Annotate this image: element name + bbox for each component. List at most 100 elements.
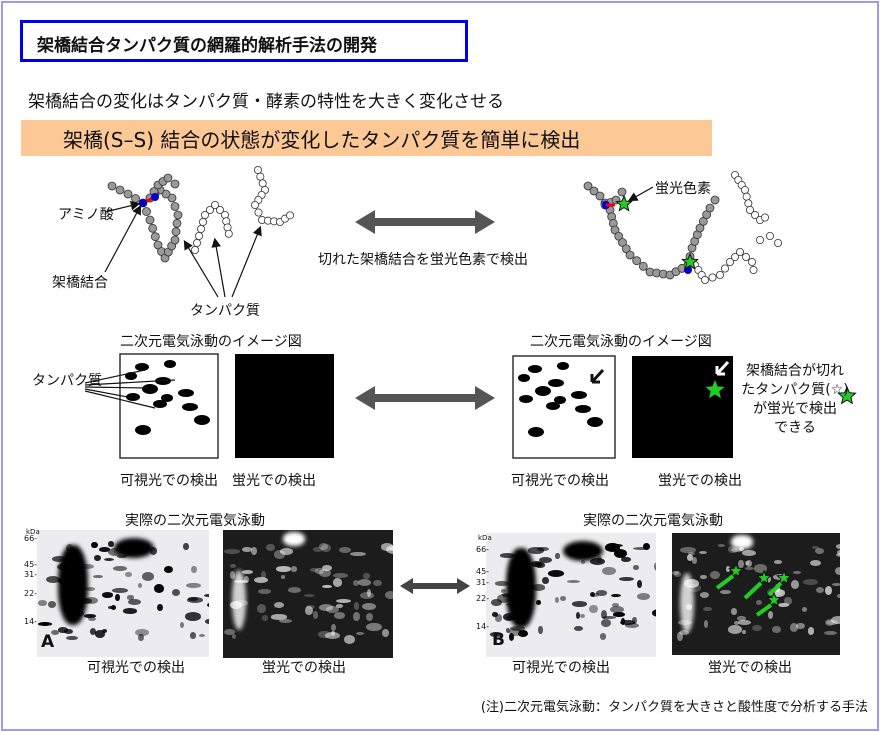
star-icon xyxy=(705,380,725,399)
amino-acid-bead xyxy=(746,205,755,214)
amino-acid-bead xyxy=(210,200,219,209)
gel-spot xyxy=(752,625,762,632)
middle-note: 架橋結合が切れ たタンパク質(☆) が蛍光で検出 できる xyxy=(740,362,850,438)
gel-spot xyxy=(361,602,377,611)
gel-major-spot xyxy=(231,570,246,630)
gel-spot xyxy=(677,632,683,642)
amino-acid-bead xyxy=(625,250,635,260)
amino-acid-bead xyxy=(163,173,173,183)
kda-tick: 22- xyxy=(476,594,490,603)
amino-acid-bead xyxy=(742,192,751,201)
kda-tick: 31- xyxy=(476,578,490,587)
gel-spot xyxy=(491,612,498,617)
double-arrow-middle xyxy=(355,386,495,410)
gel-spot xyxy=(742,629,747,635)
gel-spot xyxy=(772,626,781,634)
protein-spot xyxy=(178,389,194,397)
gel-spot xyxy=(595,589,608,596)
gel-spot xyxy=(580,559,585,564)
gel-spot xyxy=(725,565,730,573)
gel-spot xyxy=(560,596,567,602)
protein-chains xyxy=(107,165,783,284)
gel-spot xyxy=(276,565,291,572)
amino-acid-bead xyxy=(701,275,710,284)
gel-spot xyxy=(737,615,746,622)
gel-spot xyxy=(811,546,820,550)
gel-spot xyxy=(610,606,625,614)
gel-major-spot xyxy=(562,541,603,561)
gel-spot xyxy=(576,611,581,620)
gel-spot xyxy=(230,563,237,568)
gel-spot xyxy=(107,606,113,610)
gel-spot xyxy=(89,628,97,636)
gel-spot xyxy=(678,629,690,635)
fluor-star-markers xyxy=(715,562,792,617)
arrow-icon xyxy=(715,360,730,376)
gel-spot xyxy=(566,579,581,584)
gel-major-spot xyxy=(680,573,695,633)
gel-spot xyxy=(618,576,635,582)
gel-spot xyxy=(698,550,708,554)
label-amino-acid: アミノ酸 xyxy=(58,207,114,223)
amino-acid-bead xyxy=(190,245,199,254)
gel-spot xyxy=(353,612,360,621)
gel-major-spot xyxy=(114,538,155,558)
gel-spot xyxy=(495,614,503,622)
gel-spot xyxy=(727,625,742,634)
gel-image-b xyxy=(486,533,656,657)
amino-acid-bead xyxy=(766,231,775,240)
gel-spot xyxy=(312,610,319,619)
gel-spot xyxy=(84,596,98,605)
gel-spot xyxy=(51,555,67,563)
gel-spot xyxy=(530,560,543,567)
protein-spot xyxy=(554,396,566,404)
kda-tick: 66- xyxy=(24,534,38,543)
gel-spot xyxy=(802,606,808,612)
protein-spot xyxy=(182,403,198,411)
gel-spot xyxy=(599,633,607,640)
gel-spot xyxy=(322,565,332,571)
amino-acid-bead xyxy=(123,189,133,199)
amino-acid-bead xyxy=(192,238,201,247)
protein-spot xyxy=(153,400,167,408)
amino-acid-bead xyxy=(761,213,770,222)
gel-spot xyxy=(137,582,142,588)
gel-spot xyxy=(231,634,236,640)
gel-spot xyxy=(539,556,553,564)
gel-spot xyxy=(728,546,738,553)
gel-spot xyxy=(50,629,59,635)
gel-spot xyxy=(746,559,753,567)
amino-acid-bead xyxy=(115,185,125,195)
bond-end xyxy=(139,199,147,207)
amino-acid-bead xyxy=(194,231,203,240)
gel-spot xyxy=(98,547,111,553)
gel-spot xyxy=(83,614,97,619)
gel-spot xyxy=(243,575,250,583)
gel-spot xyxy=(334,612,345,619)
gel-spot xyxy=(517,630,528,638)
gel-spot xyxy=(795,622,806,630)
gel-spot xyxy=(280,547,294,556)
middle-left-title: 二次元電気泳動のイメージ図 xyxy=(120,334,302,350)
gel-spot xyxy=(753,564,768,573)
label-visible-right: 可視光での検出 xyxy=(511,473,609,489)
gel-spot xyxy=(205,619,209,625)
gel-spot xyxy=(103,557,115,562)
gel-spot xyxy=(508,633,514,641)
amino-acid-bead xyxy=(173,210,183,220)
gel-spot xyxy=(57,627,68,633)
amino-acid-bead xyxy=(741,185,750,194)
amino-acid-bead xyxy=(638,261,648,271)
kda-tick: 45- xyxy=(24,560,38,569)
gel-spot xyxy=(489,632,503,637)
subtitle: 架橋結合の変化はタンパク質・酵素の特性を大きく変化させる xyxy=(28,92,504,112)
gel-spot xyxy=(505,627,510,634)
fluor-gel-sketch-left xyxy=(235,354,334,458)
gel-spot xyxy=(116,555,128,559)
gel-spot xyxy=(318,568,332,578)
gel-spot xyxy=(510,625,525,631)
amino-acid-bead xyxy=(756,235,765,244)
amino-acid-bead xyxy=(167,193,177,203)
gel-spot xyxy=(366,622,382,632)
